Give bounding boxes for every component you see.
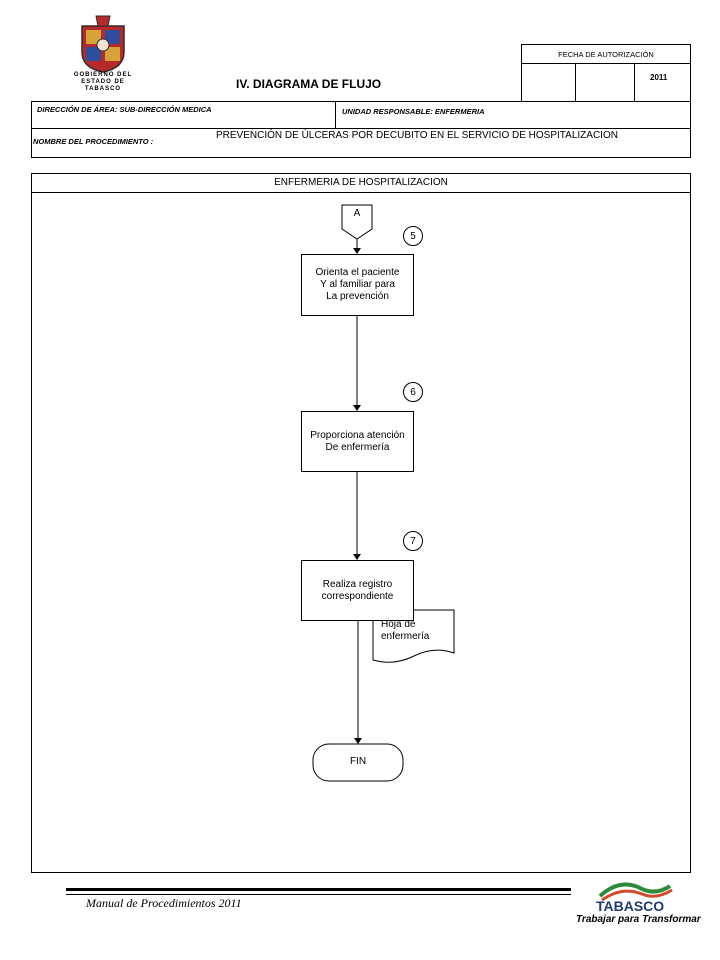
tabasco-logo: TABASCO Trabajar para Transformar	[576, 876, 701, 936]
tabasco-slogan: Trabajar para Transformar	[576, 914, 701, 925]
arrow-head	[353, 405, 361, 411]
page-title: IV. DIAGRAMA DE FLUJO	[236, 77, 382, 91]
footer-rule	[66, 888, 571, 895]
off-page-connector-label: A	[353, 208, 361, 219]
diagram-frame: ENFERMERIA DE HOSPITALIZACION	[31, 173, 691, 873]
arrow-head	[353, 248, 361, 254]
footer-manual-title: Manual de Procedimientos 2011	[86, 896, 242, 910]
date-divider	[522, 63, 690, 64]
off-page-connector-shape	[341, 204, 373, 240]
date-col-divider-2	[634, 63, 635, 102]
authorization-date-label: FECHA DE AUTORIZACIÓN	[558, 50, 654, 59]
info-row-divider	[32, 128, 690, 129]
document-shape	[372, 609, 455, 663]
procedimiento-value: PREVENCIÓN DE ÚLCERAS POR DECUBITO EN EL…	[216, 130, 618, 141]
authorization-year: 2011	[650, 73, 668, 82]
arrow-head	[354, 738, 362, 744]
arrow-head	[353, 554, 361, 560]
shield-icon	[81, 15, 125, 73]
document-label: Hoja de enfermería	[381, 619, 430, 642]
info-col-divider	[335, 102, 336, 128]
info-table: DIRECCIÓN DE ÁREA: SUB-DIRECCIÓN MEDICA …	[31, 101, 691, 158]
end-terminator-label: FIN	[349, 756, 367, 767]
terminator-shape	[312, 743, 404, 782]
direccion-label: DIRECCIÓN DE ÁREA: SUB-DIRECCIÓN MEDICA	[37, 105, 212, 114]
process-box-step-6: Proporciona atención De enfermería	[301, 411, 414, 472]
org-name: GOBIERNO DEL ESTADO DE TABASCO	[73, 72, 133, 92]
process-box-step-5: Orienta el paciente Y al familiar para L…	[301, 254, 414, 316]
step-number: 5	[403, 226, 423, 246]
procedimiento-label: NOMBRE DEL PROCEDIMIENTO :	[33, 137, 154, 146]
coat-of-arms-logo: GOBIERNO DEL ESTADO DE TABASCO	[68, 14, 138, 94]
swoosh-icon	[598, 882, 673, 902]
unidad-label: UNIDAD RESPONSABLE: ENFERMERIA	[342, 107, 485, 116]
lane-title-divider	[32, 192, 690, 193]
date-col-divider-1	[575, 63, 576, 102]
tabasco-brand: TABASCO	[596, 898, 665, 914]
process-box-step-7: Realiza registro correspondiente	[301, 560, 414, 621]
step-number: 6	[403, 382, 423, 402]
step-number: 7	[403, 531, 423, 551]
lane-title: ENFERMERIA DE HOSPITALIZACION	[274, 177, 448, 188]
